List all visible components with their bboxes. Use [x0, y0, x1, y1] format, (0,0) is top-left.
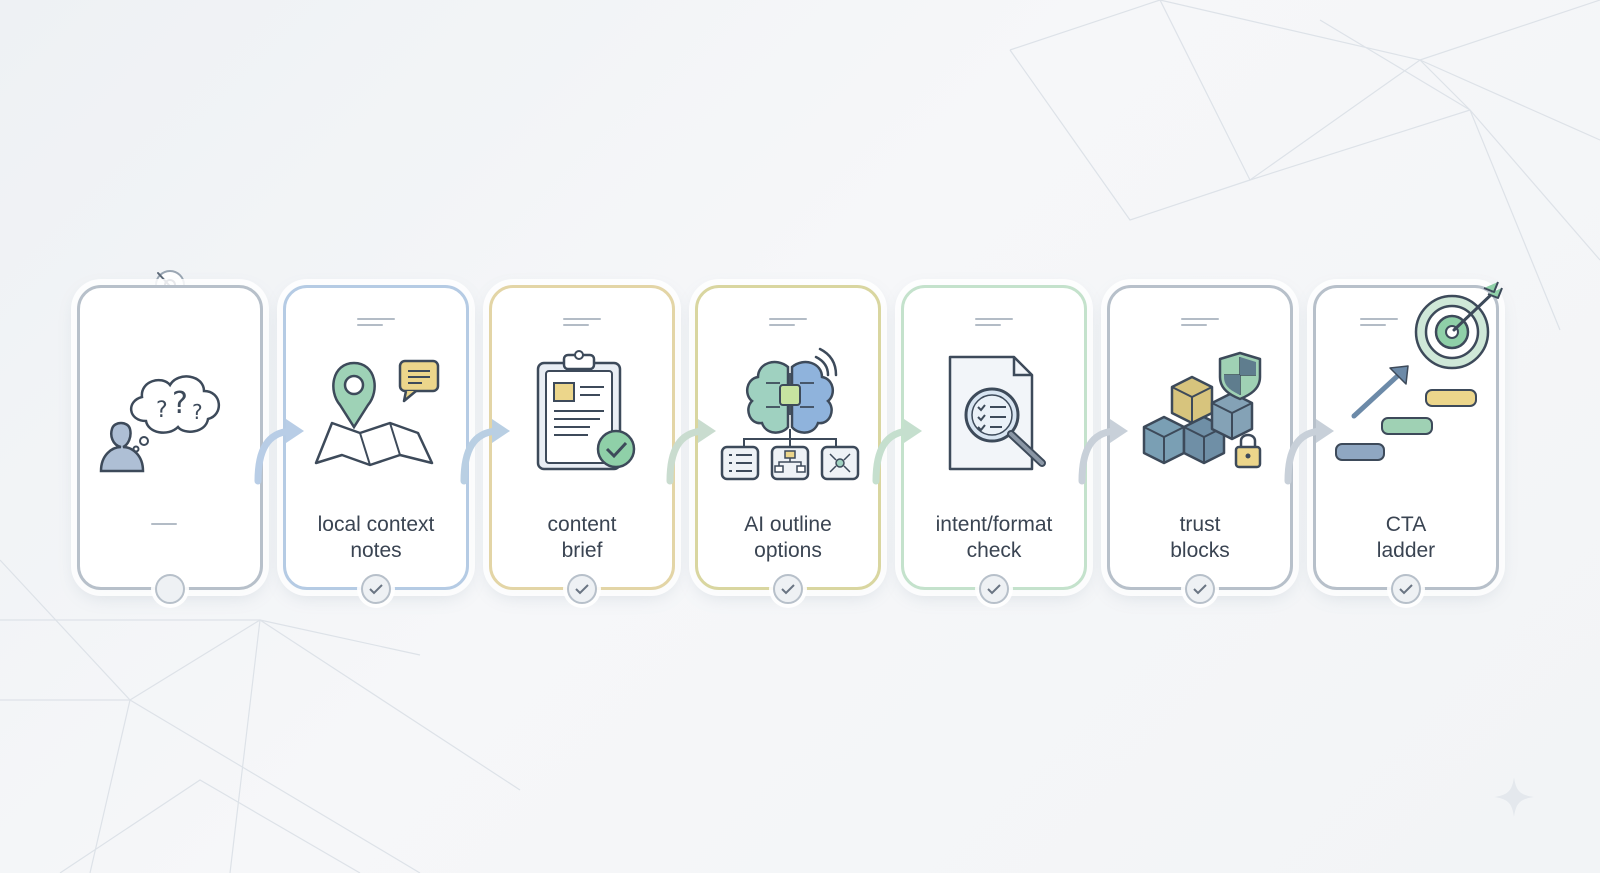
step-card-4[interactable]: AI outline options: [695, 285, 881, 604]
step-check-icon: [361, 574, 391, 604]
step-check-icon: [773, 574, 803, 604]
step-check-icon: [567, 574, 597, 604]
step-label: content brief: [547, 513, 617, 562]
step-card-7[interactable]: CTA ladder: [1313, 281, 1503, 604]
flow-arrow-icon: [1284, 419, 1334, 485]
ai-brain-outline-icon: [720, 347, 860, 481]
step-card-5[interactable]: intent/format check: [901, 285, 1087, 604]
step-status-circle: [155, 574, 185, 604]
step-label: intent/format check: [935, 513, 1053, 562]
step-label: CTA ladder: [1376, 513, 1436, 562]
card-dash: [975, 318, 1013, 328]
flow-arrow-icon: [254, 419, 304, 485]
card-dash: [1360, 318, 1398, 328]
step-label: AI outline options: [744, 513, 832, 562]
step-card-1[interactable]: ? ? ?: [77, 285, 263, 604]
card-dash: [563, 318, 601, 328]
step-check-icon: [1391, 574, 1421, 604]
step-card-2[interactable]: local context notes: [283, 285, 469, 604]
step-label: trust blocks: [1170, 513, 1230, 562]
step-card-6[interactable]: trust blocks: [1107, 285, 1293, 604]
card-dash: [1181, 318, 1219, 328]
cubes-shield-lock-icon: [1142, 351, 1262, 469]
thinking-person-question-icon: ? ? ?: [99, 375, 220, 473]
card-dash: [769, 318, 807, 328]
svg-text:?: ?: [192, 400, 203, 424]
step-card-3[interactable]: content brief: [489, 285, 675, 604]
card-dash: [151, 523, 189, 533]
target-ladder-icon: [1335, 281, 1503, 461]
step-label: local context notes: [317, 513, 435, 562]
document-magnifier-icon: [948, 355, 1046, 471]
map-pin-chat-icon: [314, 359, 440, 467]
sparkle-icon: [1494, 777, 1534, 817]
clipboard-check-icon: [536, 350, 636, 471]
flow-arrow-icon: [1078, 419, 1128, 485]
flow-arrow-icon: [872, 419, 922, 485]
flow-arrow-icon: [666, 419, 716, 485]
step-check-icon: [1185, 574, 1215, 604]
svg-text:?: ?: [156, 398, 168, 423]
svg-text:?: ?: [172, 386, 188, 421]
flow-arrow-icon: [460, 419, 510, 485]
step-check-icon: [979, 574, 1009, 604]
card-dash: [357, 318, 395, 328]
